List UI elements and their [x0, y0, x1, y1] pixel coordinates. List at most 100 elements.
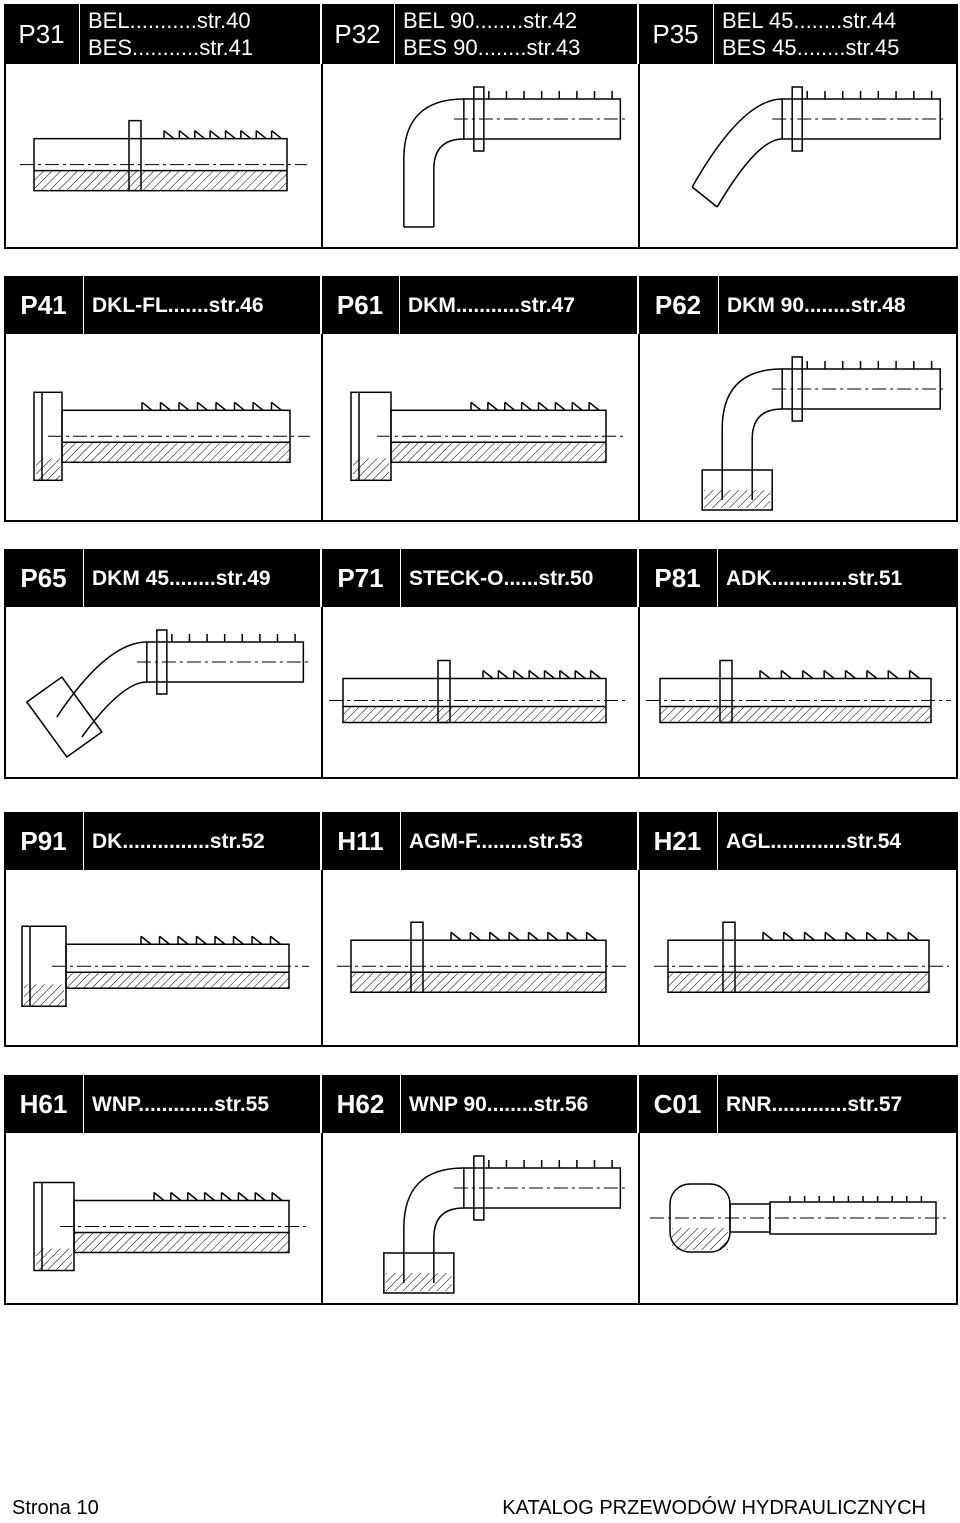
product-description: DK...............str.52	[84, 812, 321, 870]
header-divider	[637, 812, 639, 870]
product-code: P31	[4, 4, 80, 64]
hex-male-fitting-icon	[337, 921, 626, 993]
female-nut-fitting-icon	[21, 925, 309, 1007]
description-line: ADK.............str.51	[726, 566, 903, 590]
straight-fitting-icon	[20, 119, 307, 192]
product-description: DKL-FL.......str.46	[84, 276, 321, 334]
product-drawing-panel	[6, 607, 323, 777]
product-description: ADK.............str.51	[718, 549, 958, 607]
product-drawing-panel	[6, 1133, 323, 1303]
header-divider	[320, 1075, 322, 1133]
row-drawings	[4, 1133, 958, 1305]
product-drawing-panel	[321, 64, 638, 247]
description-line: DKM...........str.47	[408, 293, 575, 317]
product-drawing-panel	[321, 607, 638, 777]
plug-fitting-icon	[329, 659, 626, 724]
header-divider	[637, 4, 639, 64]
description-line: DKM 90........str.48	[727, 293, 906, 317]
row-drawings	[4, 334, 958, 522]
product-description: WNP 90........str.56	[401, 1075, 638, 1133]
catalog-row: P91 DK...............str.52 H11 AGM-F......…	[4, 812, 958, 1047]
product-code: P32	[321, 4, 395, 64]
nut-elbow-90-fitting-icon	[701, 356, 946, 511]
catalog-row: P65 DKM 45........str.49 P71 STECK-O......s…	[4, 549, 958, 779]
page-number: Strona 10	[12, 1497, 99, 1519]
male-thread-fitting-icon	[646, 659, 951, 724]
row-header: P91 DK...............str.52 H11 AGM-F......…	[4, 812, 958, 870]
product-code: P61	[321, 276, 400, 334]
description-line: RNR.............str.57	[726, 1092, 903, 1116]
product-header: P61 DKM...........str.47	[321, 276, 638, 334]
elbow-45-fitting-icon	[691, 86, 946, 208]
row-drawings	[4, 607, 958, 779]
product-drawing-panel	[638, 870, 954, 1045]
hex-male-long-fitting-icon	[654, 921, 949, 993]
product-code: P81	[638, 549, 718, 607]
description-line: BEL 90........str.42	[403, 8, 578, 33]
description-line: AGM-F.........str.53	[409, 829, 583, 853]
nut-straight-fitting-icon	[350, 391, 626, 482]
header-divider	[637, 1075, 639, 1133]
product-code: P41	[4, 276, 84, 334]
product-code: H21	[638, 812, 718, 870]
product-description: WNP.............str.55	[84, 1075, 321, 1133]
product-code: P91	[4, 812, 84, 870]
nut-straight-fitting-icon	[33, 1181, 309, 1272]
product-drawing-panel	[638, 607, 954, 777]
product-header: P91 DK...............str.52	[4, 812, 321, 870]
product-drawing-panel	[321, 334, 638, 520]
product-description: DKM 45........str.49	[84, 549, 321, 607]
product-header: C01 RNR.............str.57	[638, 1075, 958, 1133]
product-header: H11 AGM-F.........str.53	[321, 812, 638, 870]
product-code: P62	[638, 276, 719, 334]
product-drawing-panel	[6, 334, 323, 520]
product-description: DKM 90........str.48	[719, 276, 958, 334]
header-divider	[637, 276, 639, 334]
description-line: BES 45........str.45	[722, 35, 900, 60]
description-line: DKM 45........str.49	[92, 566, 271, 590]
product-drawing-panel	[638, 334, 954, 520]
product-code: P71	[321, 549, 401, 607]
catalog-title: KATALOG PRZEWODÓW HYDRAULICZNYCH	[502, 1497, 926, 1519]
product-code: P65	[4, 549, 84, 607]
elbow-90-fitting-icon	[403, 86, 626, 228]
header-divider	[320, 4, 322, 64]
product-drawing-panel	[6, 870, 323, 1045]
product-code: H61	[4, 1075, 84, 1133]
nut-elbow-45-fitting-icon	[25, 629, 309, 759]
header-divider	[320, 812, 322, 870]
product-code: P35	[638, 4, 714, 64]
product-code: H11	[321, 812, 401, 870]
description-line: DK...............str.52	[92, 829, 265, 853]
product-description: STECK-O......str.50	[401, 549, 638, 607]
description-line: STECK-O......str.50	[409, 566, 594, 590]
header-divider	[637, 549, 639, 607]
product-header: P81 ADK.............str.51	[638, 549, 958, 607]
banjo-fitting-icon	[650, 1183, 946, 1253]
product-header: H61 WNP.............str.55	[4, 1075, 321, 1133]
product-description: RNR.............str.57	[718, 1075, 958, 1133]
product-description: AGM-F.........str.53	[401, 812, 638, 870]
product-description: AGL.............str.54	[718, 812, 958, 870]
description-line: BEL 45........str.44	[722, 8, 897, 33]
product-drawing-panel	[6, 64, 323, 247]
description-line: WNP.............str.55	[92, 1092, 270, 1116]
product-drawing-panel	[638, 64, 954, 247]
product-code: C01	[638, 1075, 718, 1133]
description-line: BEL...........str.40	[88, 8, 251, 33]
flange-nut-fitting-icon	[33, 391, 310, 482]
product-header: P71 STECK-O......str.50	[321, 549, 638, 607]
